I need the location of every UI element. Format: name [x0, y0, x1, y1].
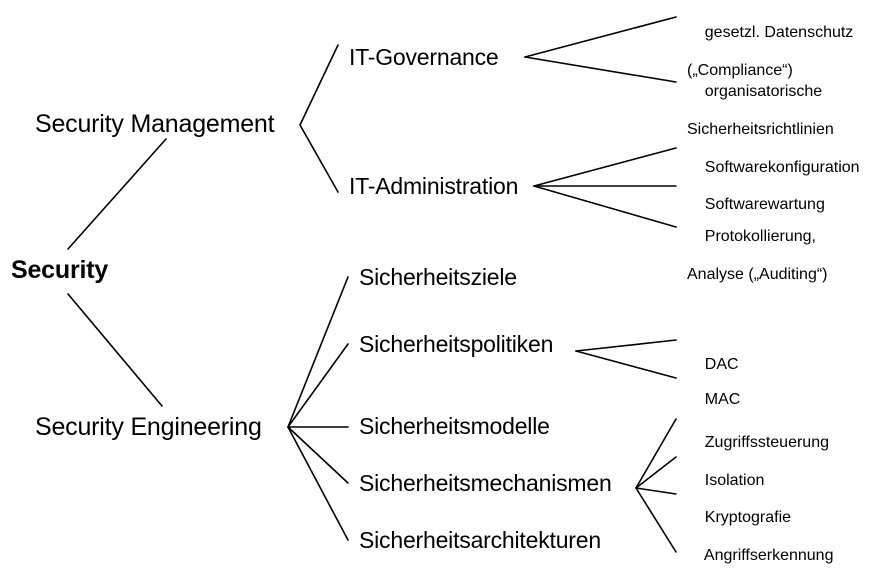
edge-administration-to-protokollierung: [533, 185, 677, 228]
leaf-line-1: Protokollierung,: [704, 227, 816, 245]
edge-engineering-to-mechanismen: [287, 426, 349, 484]
edge-management-to-governance: [299, 44, 339, 126]
edge-engineering-to-ziele: [287, 276, 349, 428]
leaf-organisatorische-sicherheitsrichtlinien[interactable]: organisatorische Sicherheitsrichtlinien: [687, 64, 834, 177]
leaf-mac[interactable]: MAC: [687, 372, 741, 429]
node-sicherheitspolitiken[interactable]: Sicherheitspolitiken: [359, 331, 554, 357]
edge-administration-to-softwarekonfiguration: [533, 147, 677, 187]
leaf-line-1: MAC: [704, 390, 741, 408]
node-security-engineering[interactable]: Security Engineering: [35, 413, 262, 441]
edge-engineering-to-architekturen: [287, 426, 349, 541]
leaf-softwarekonfiguration[interactable]: Softwarekonfiguration: [687, 140, 860, 197]
node-it-administration[interactable]: IT-Administration: [349, 173, 519, 199]
node-sicherheitsziele[interactable]: Sicherheitsziele: [359, 264, 517, 290]
edge-mechanismen-to-angriffserkennung: [635, 487, 677, 553]
leaf-line-1: Isolation: [704, 471, 765, 489]
leaf-line-1: Kryptografie: [704, 508, 792, 526]
edge-politiken-to-mac: [575, 350, 677, 379]
edge-mechanismen-to-isolation: [635, 456, 677, 489]
leaf-line-2: Sicherheitsrichtlinien: [687, 120, 834, 138]
edge-management-to-administration: [299, 124, 339, 193]
leaf-line-2: („Compliance“): [687, 61, 793, 79]
edge-security-to-security-management: [67, 138, 167, 250]
leaf-angriffserkennung[interactable]: Angriffserkennung (Intrusion Detection): [687, 528, 834, 578]
leaf-line-1: Softwarewartung: [704, 195, 825, 213]
edge-mechanismen-to-kryptografie: [635, 487, 677, 495]
node-security-management[interactable]: Security Management: [35, 110, 275, 138]
node-sicherheitsarchitekturen[interactable]: Sicherheitsarchitekturen: [359, 527, 601, 553]
leaf-isolation[interactable]: Isolation: [687, 453, 765, 510]
leaf-kryptografie[interactable]: Kryptografie: [687, 490, 791, 547]
leaf-zugriffssteuerung[interactable]: Zugriffssteuerung: [687, 415, 829, 472]
leaf-gesetzl-datenschutz[interactable]: gesetzl. Datenschutz („Compliance“): [687, 5, 853, 118]
node-security-root[interactable]: Security: [11, 256, 109, 284]
leaf-line-1: Zugriffssteuerung: [704, 433, 829, 451]
leaf-line-1: organisatorische: [704, 82, 823, 100]
leaf-protokollierung-analyse[interactable]: Protokollierung, Analyse („Auditing“): [687, 209, 828, 322]
edge-security-to-security-engineering: [67, 293, 163, 407]
leaf-line-1: Softwarekonfiguration: [704, 158, 860, 176]
leaf-softwarewartung[interactable]: Softwarewartung: [687, 177, 825, 234]
edge-politiken-to-dac: [575, 339, 677, 352]
edge-mechanismen-to-zugriffssteuerung: [635, 418, 677, 489]
edge-governance-to-richtlinien: [524, 56, 677, 83]
leaf-line-1: Angriffserkennung: [703, 546, 834, 564]
node-sicherheitsmechanismen[interactable]: Sicherheitsmechanismen: [359, 470, 612, 496]
leaf-line-1: gesetzl. Datenschutz: [704, 23, 854, 41]
node-sicherheitsmodelle[interactable]: Sicherheitsmodelle: [359, 413, 550, 439]
leaf-line-1: DAC: [704, 355, 739, 373]
edge-governance-to-compliance: [524, 16, 677, 58]
leaf-line-2: Analyse („Auditing“): [687, 265, 828, 283]
edge-engineering-to-politiken: [287, 343, 349, 428]
leaf-dac[interactable]: DAC: [687, 337, 739, 394]
node-it-governance[interactable]: IT-Governance: [349, 44, 499, 70]
